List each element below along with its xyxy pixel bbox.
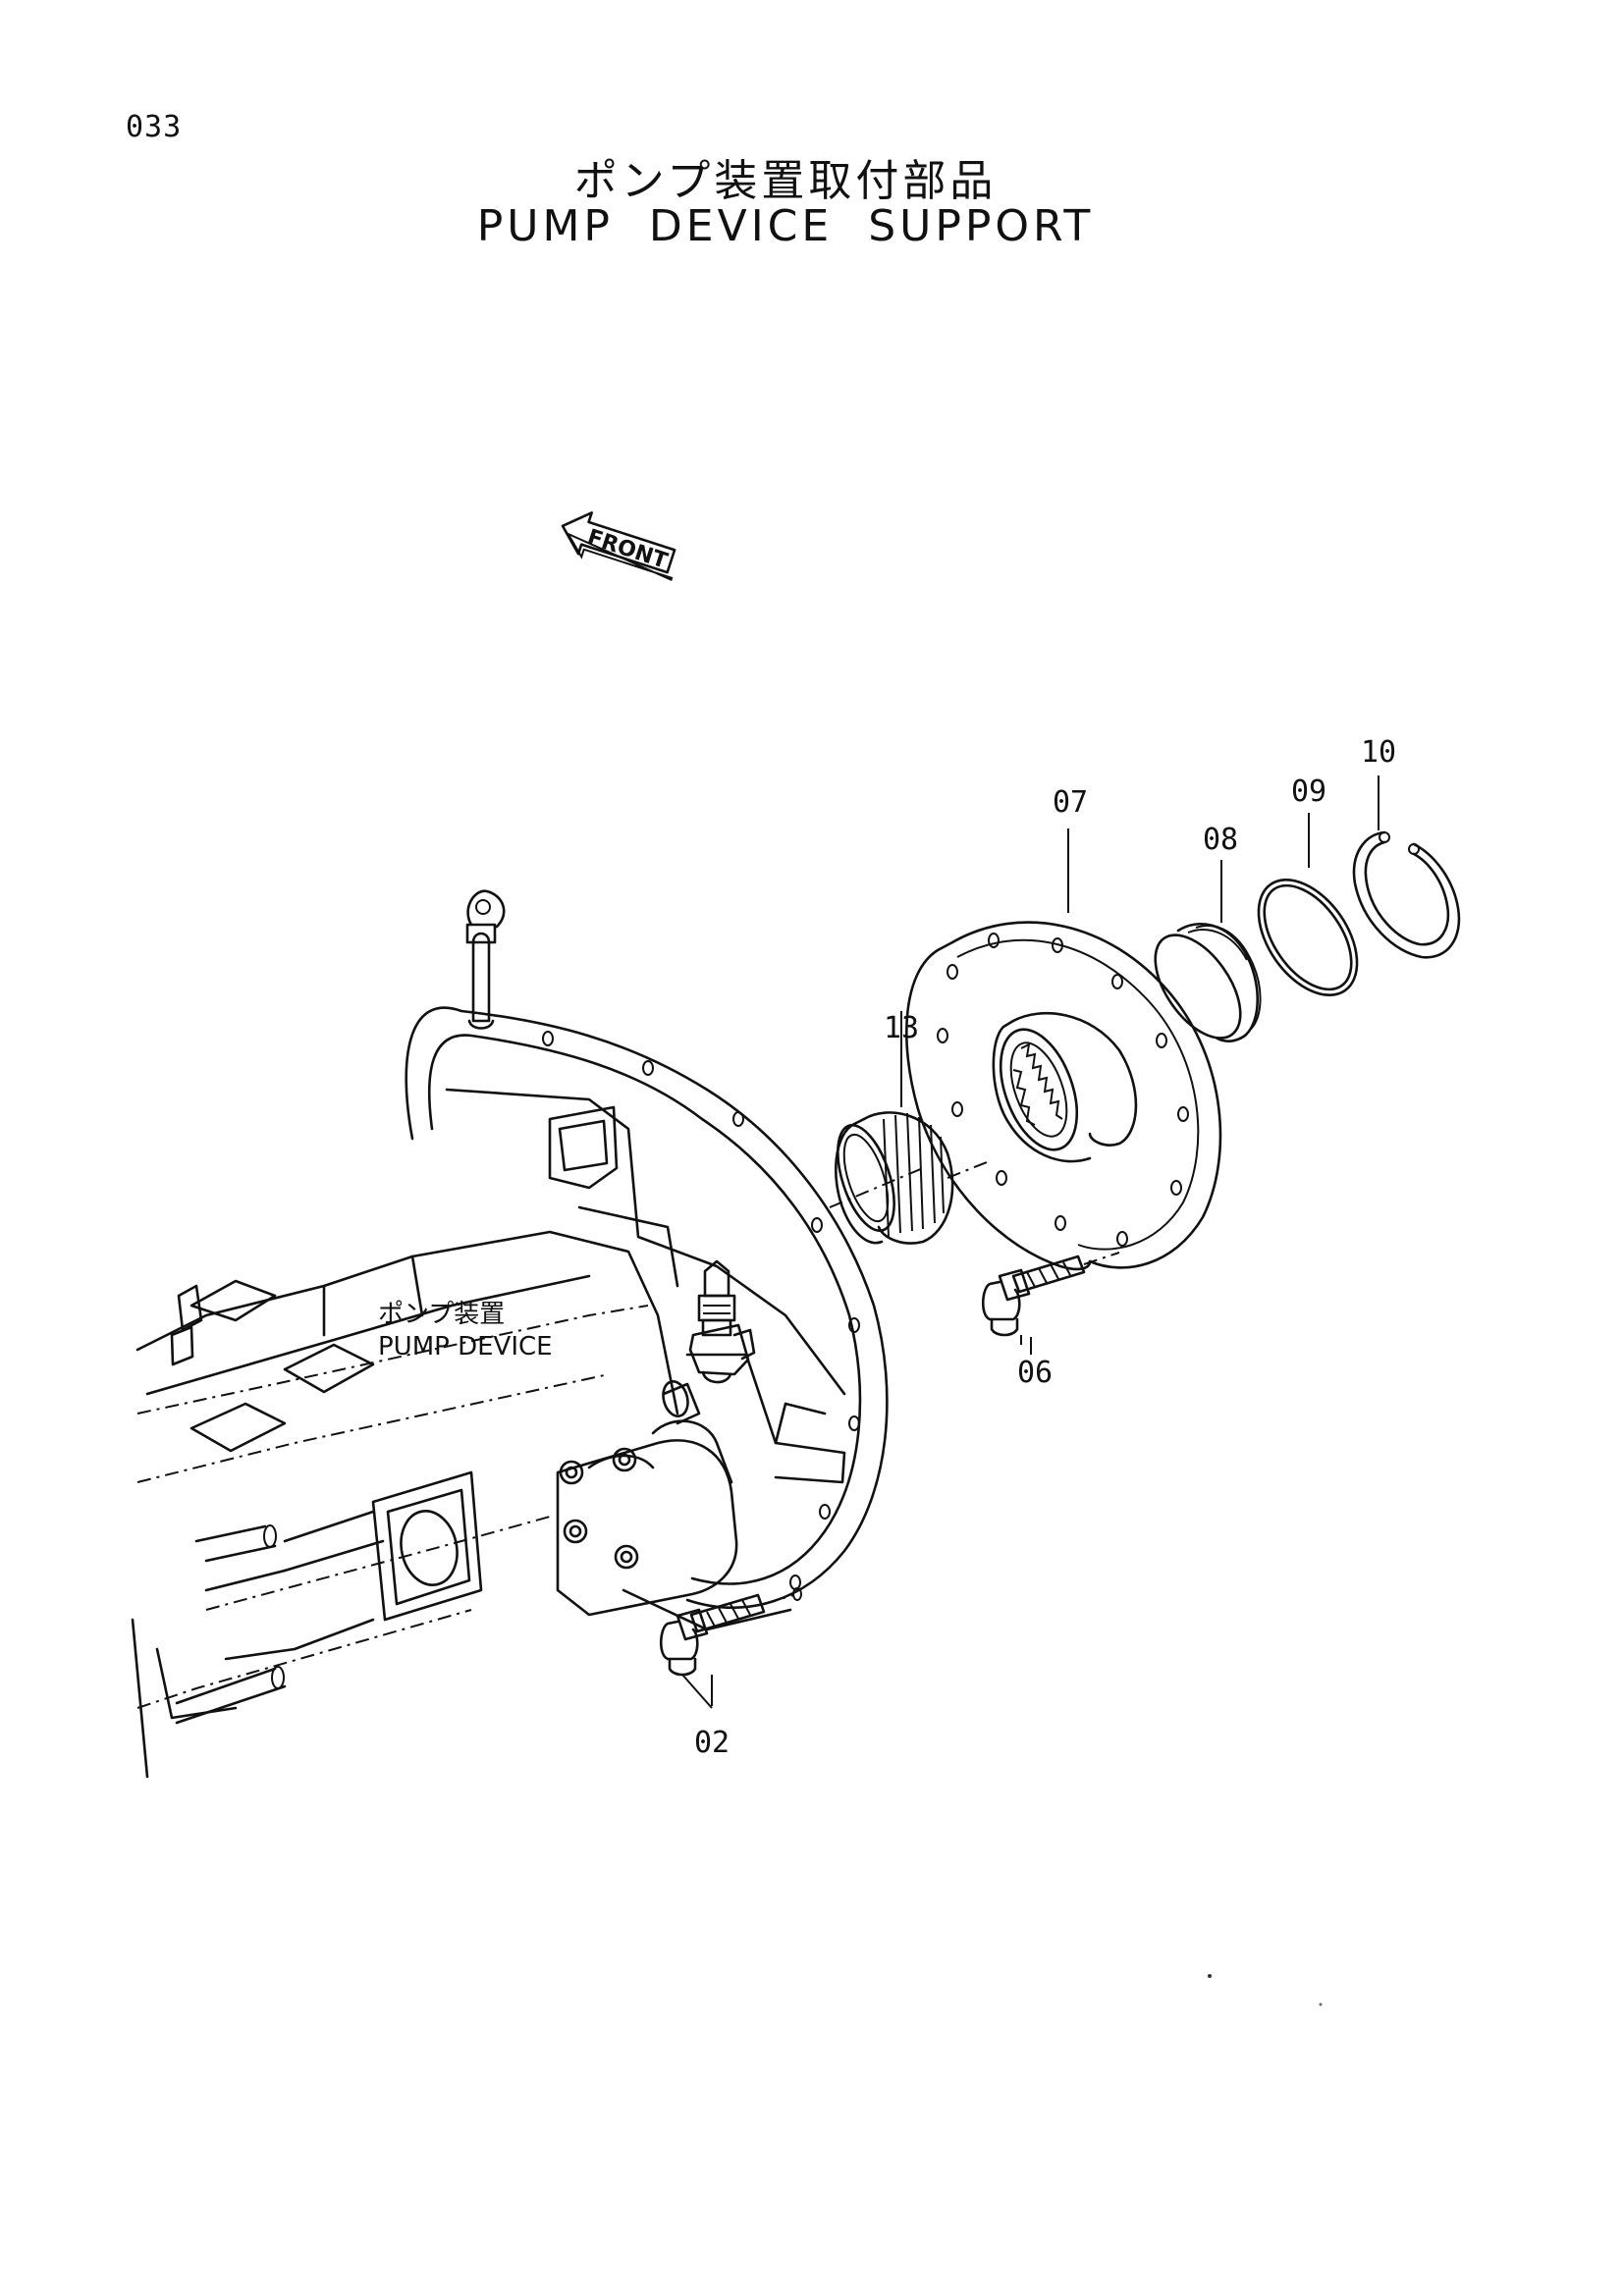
part-06-bolt bbox=[981, 1252, 1120, 1355]
part-10-snap-ring bbox=[1352, 775, 1461, 959]
speck bbox=[1319, 2002, 1323, 2006]
page-number: 033 bbox=[126, 110, 183, 144]
part-08-cap bbox=[1154, 860, 1262, 1042]
part-09-o-ring bbox=[1257, 813, 1359, 997]
callout-07: 07 bbox=[1053, 785, 1088, 820]
part-13-spline-gear bbox=[829, 1011, 993, 1245]
callout-09: 09 bbox=[1291, 774, 1326, 809]
part-07-coupling-flange bbox=[905, 828, 1222, 1271]
pump-device-assembly: ポンプ装置 PUMP DEVICE bbox=[131, 889, 889, 1779]
front-arrow: FRONT bbox=[561, 511, 676, 582]
pump-device-label-en: PUMP DEVICE bbox=[378, 1332, 553, 1362]
callout-08: 08 bbox=[1203, 823, 1238, 857]
callout-13: 13 bbox=[884, 1011, 919, 1045]
front-arrow-label: FRONT bbox=[584, 525, 671, 574]
callout-10: 10 bbox=[1361, 735, 1396, 770]
page-title-jp: ポンプ装置取付部品 bbox=[573, 156, 998, 206]
part-02-bolt bbox=[659, 1587, 802, 1709]
page-title-en: PUMP DEVICE SUPPORT bbox=[476, 201, 1095, 251]
speck bbox=[1208, 1974, 1212, 1978]
callout-02: 02 bbox=[694, 1726, 730, 1760]
pump-device-label-jp: ポンプ装置 bbox=[378, 1300, 505, 1329]
callout-06: 06 bbox=[1017, 1356, 1053, 1390]
